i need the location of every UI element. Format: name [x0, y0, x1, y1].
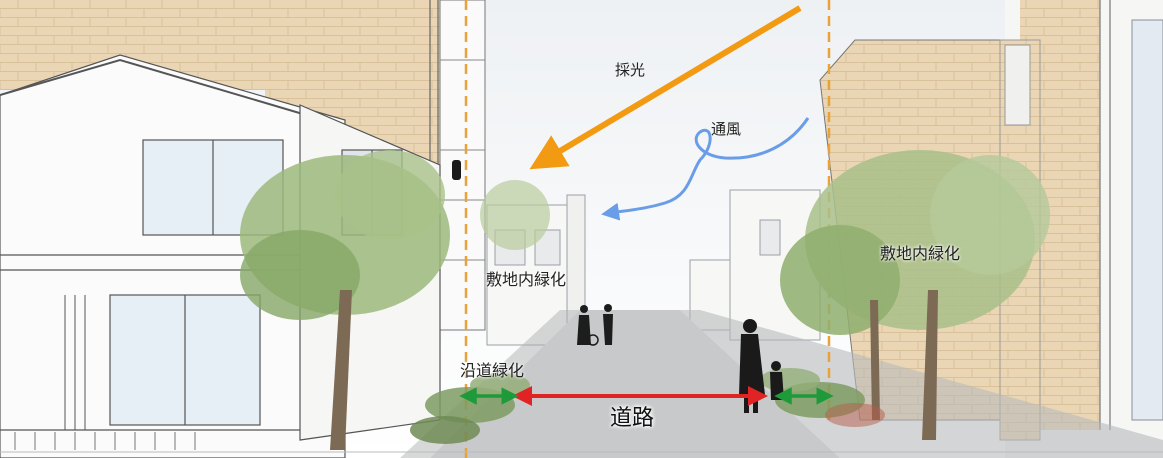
tree-center [480, 180, 550, 250]
roadside-greening-label: 沿道緑化 [460, 361, 525, 380]
left-house [0, 54, 346, 458]
site-greening-label-right: 敷地内緑化 [880, 244, 961, 263]
sunlight-label: 採光 [615, 61, 646, 79]
sunlight-arrow [529, 5, 802, 170]
tree-right [780, 150, 1050, 440]
road-label: 道路 [610, 406, 655, 431]
wind-arrow [601, 117, 810, 221]
ventilation-label: 通風 [711, 120, 742, 138]
lamp-icon [452, 160, 461, 180]
left-building-back [0, 0, 486, 331]
tree-left [240, 150, 450, 450]
road [430, 310, 840, 458]
sidewalk-right [680, 310, 1163, 458]
pedestrians-far [577, 304, 613, 346]
site-greening-label-center: 敷地内緑化 [486, 270, 567, 289]
